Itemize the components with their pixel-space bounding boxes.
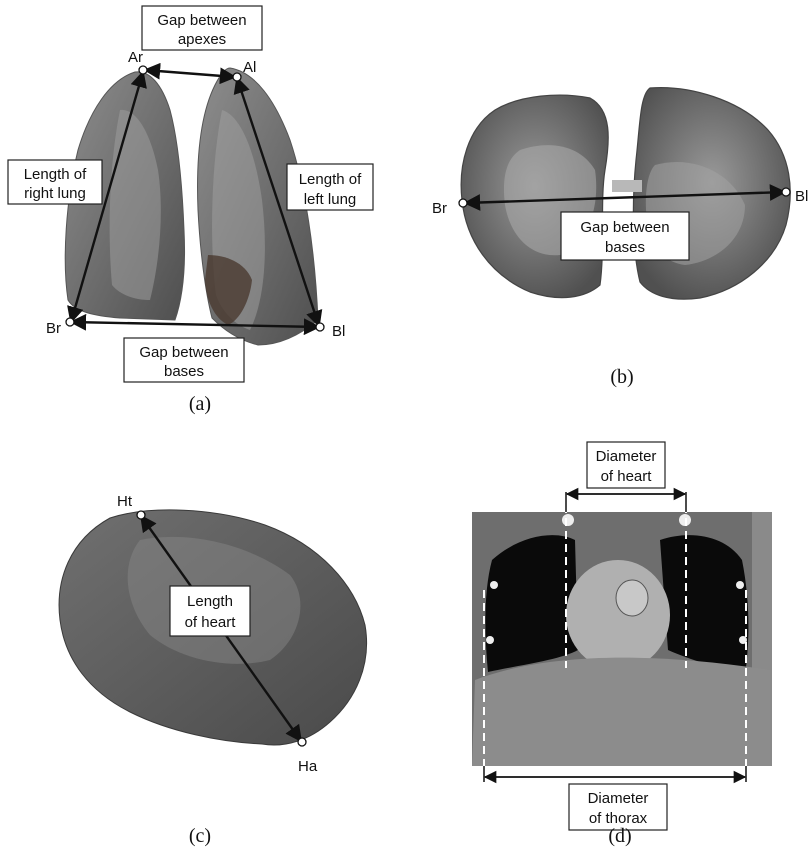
label-ha: Ha <box>298 758 318 775</box>
gap-bases-b-line1: Gap between <box>580 219 669 236</box>
diameter-thorax-line1: Diameter <box>588 790 649 807</box>
ct-rib-5 <box>486 636 494 644</box>
panel-a: Ar Al Br Bl Gap between apexes Length of… <box>8 6 373 415</box>
length-left-line1: Length of <box>299 171 362 188</box>
point-al <box>233 73 241 81</box>
panel-b: Br Bl Gap between bases (b) <box>432 88 808 388</box>
point-bl <box>316 323 324 331</box>
length-heart-line2: of heart <box>185 614 237 631</box>
label-br: Br <box>46 320 61 337</box>
ct-rib-1 <box>562 514 574 526</box>
label-bl-b: Bl <box>795 188 808 205</box>
ct-aorta <box>616 580 648 616</box>
label-al: Al <box>243 59 256 76</box>
gap-bases-a-line2: bases <box>164 363 204 380</box>
length-right-line1: Length of <box>24 166 87 183</box>
point-bl-b <box>782 188 790 196</box>
ct-right-lung-field <box>485 535 578 672</box>
ct-liver-region <box>472 658 770 766</box>
length-left-line2: left lung <box>304 191 357 208</box>
gap-apexes-line1: Gap between <box>157 12 246 29</box>
ct-rib-4 <box>736 581 744 589</box>
gap-bases-b-line2: bases <box>605 239 645 256</box>
diameter-heart-line1: Diameter <box>596 448 657 465</box>
point-br <box>66 318 74 326</box>
length-right-line2: right lung <box>24 185 86 202</box>
ct-rib-3 <box>490 581 498 589</box>
center-gap-strip <box>612 180 642 192</box>
caption-b: (b) <box>610 366 633 388</box>
label-br-b: Br <box>432 200 447 217</box>
point-ht <box>137 511 145 519</box>
gap-apexes-line2: apexes <box>178 31 226 48</box>
caption-c: (c) <box>189 825 211 847</box>
gap-bases-a-line1: Gap between <box>139 344 228 361</box>
point-ha <box>298 738 306 746</box>
ct-heart-mass <box>566 560 670 670</box>
diameter-heart-line2: of heart <box>601 468 653 485</box>
label-ht: Ht <box>117 493 133 510</box>
label-bl: Bl <box>332 323 345 340</box>
panel-c: Ht Ha Length of heart (c) <box>59 493 367 847</box>
caption-a: (a) <box>189 393 211 415</box>
panel-d: Diameter of heart Diameter of thorax (d) <box>472 442 772 847</box>
point-ar <box>139 66 147 74</box>
caption-d: (d) <box>608 825 631 847</box>
point-br-b <box>459 199 467 207</box>
length-heart-line1: Length <box>187 593 233 610</box>
label-ar: Ar <box>128 49 143 66</box>
